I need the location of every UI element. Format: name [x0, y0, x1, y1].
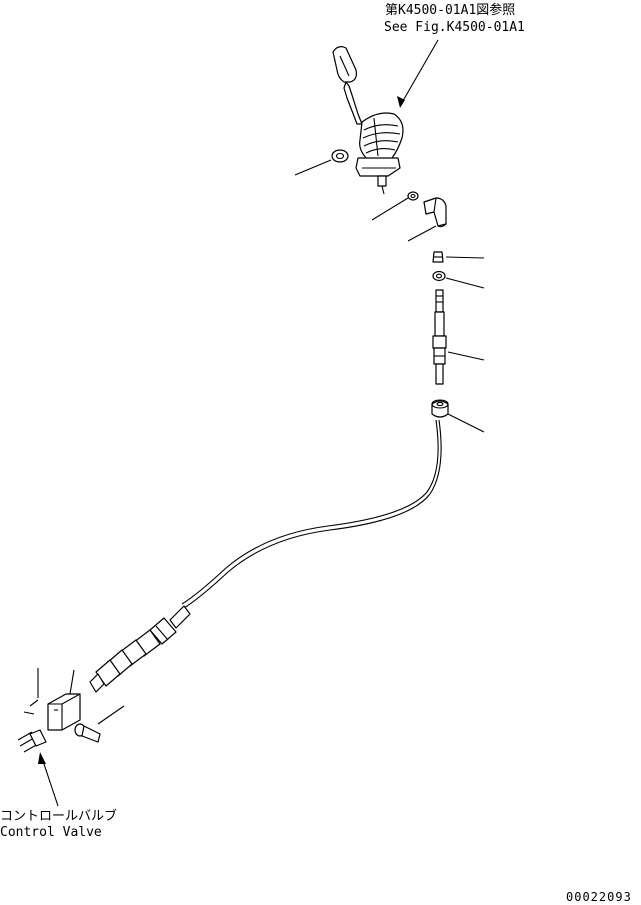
leader-line-nut: [294, 159, 332, 176]
control-valve-label-japanese: コントロールバルブ: [0, 808, 117, 824]
leader-line-grommet: [447, 413, 485, 433]
leader-line-washer: [371, 197, 409, 221]
cable-end-fitting: [89, 605, 191, 693]
lever-knob: [332, 46, 357, 83]
clevis-block: [47, 693, 81, 731]
control-cable-outer: [181, 419, 439, 605]
reference-label-japanese: 第K4500-01A1図参照: [385, 2, 515, 18]
elbow-joint: [423, 197, 447, 228]
nut-small: [432, 251, 444, 263]
leader-line-rod-end: [447, 351, 485, 361]
grommet: [431, 399, 449, 418]
leader-line-clevis: [69, 669, 75, 695]
leader-line-nut-small: [445, 256, 485, 259]
drawing-number: 00022093: [566, 890, 632, 904]
washer: [407, 191, 419, 201]
cotter-pin-hint: [23, 668, 39, 715]
control-valve-spool-end: [17, 729, 47, 753]
reference-arrow: [399, 39, 439, 107]
reference-label-english: See Fig.K4500-01A1: [384, 20, 525, 35]
leader-line-elbow: [407, 225, 437, 242]
lock-nut: [432, 270, 446, 282]
leader-line-lock-nut: [445, 277, 485, 289]
control-valve-arrowhead: [38, 752, 46, 764]
lever-shaft: [343, 81, 363, 125]
leader-line-pin: [97, 705, 125, 725]
lever-bracket: [355, 157, 401, 195]
lever-boot: [359, 112, 404, 161]
reference-arrowhead: [397, 96, 405, 108]
clevis-pin: [74, 723, 101, 743]
cable-rod-end: [432, 289, 447, 385]
nut-left: [331, 149, 349, 163]
control-valve-label-english: Control Valve: [0, 825, 102, 840]
control-valve-arrow: [41, 757, 59, 807]
control-cable: [183, 419, 442, 609]
